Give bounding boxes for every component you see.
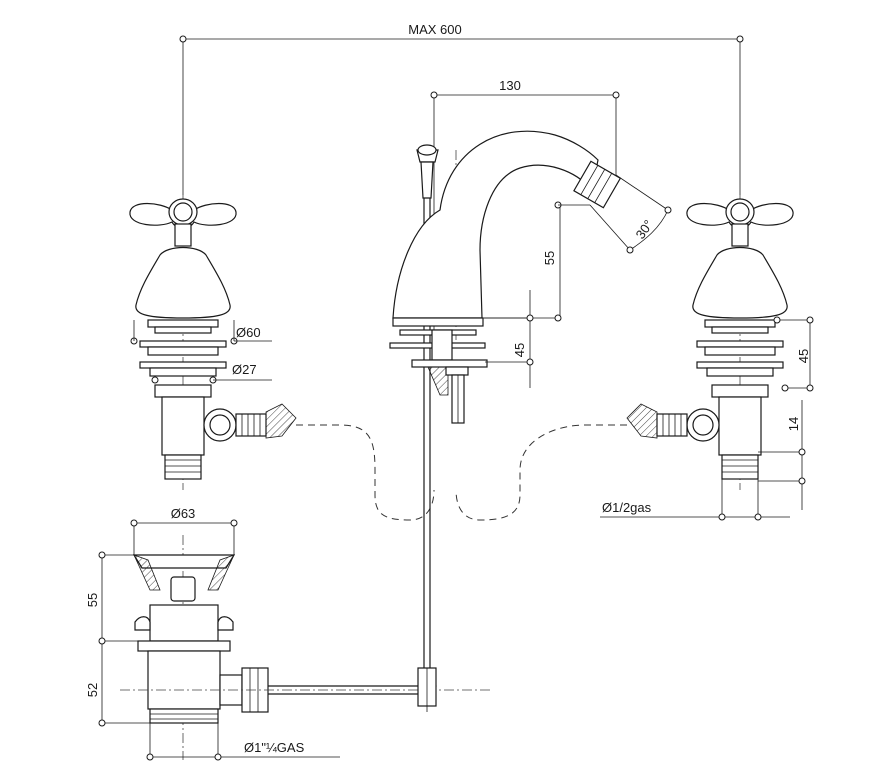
right-valve: 45 14 Ø1/2gas [600,195,814,521]
body-diameter-label: Ø27 [232,362,257,377]
deck-height-center-label: 45 [512,343,527,357]
flexible-hoses [296,424,627,521]
waste-diameter-label: Ø63 [171,506,196,521]
center-spout: 55 30° 45 [389,130,672,672]
waste-lower-label: 52 [85,683,100,697]
waste-thread-label: Ø1"¼GAS [244,740,305,755]
spout-angle-label: 30° [633,217,657,242]
pop-up-waste: Ø63 55 52 [85,506,490,761]
max-width-label: MAX 600 [408,22,461,37]
inlet-length-label: 14 [786,417,801,431]
inlet-thread-label: Ø1/2gas [602,500,652,515]
left-valve: Ø60 Ø27 [129,195,297,490]
handle-diameter-label: Ø60 [236,325,261,340]
spout-reach-label: 130 [499,78,521,93]
deck-height-right-label: 45 [796,349,811,363]
spout-height-label: 55 [542,251,557,265]
waste-upper-label: 55 [85,593,100,607]
dimension-max-width: MAX 600 [179,22,744,195]
